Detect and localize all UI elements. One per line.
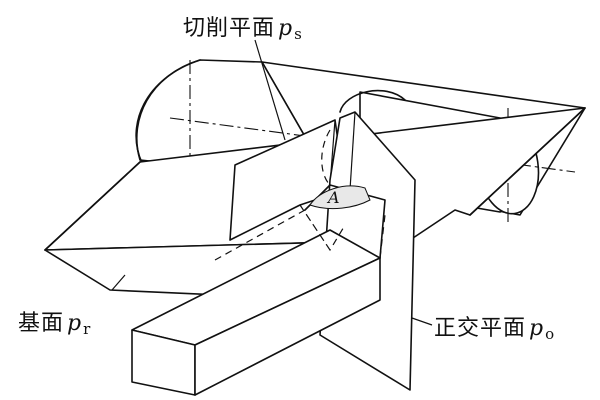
tool-hidden-curve [321, 129, 331, 186]
workpiece-left-arc [135, 59, 201, 164]
label-orthogonal-plane-subscript: o [545, 325, 556, 343]
leader-base-plane [111, 274, 126, 291]
label-base-plane-symbol: p [67, 311, 83, 336]
tool-hidden-edges [214, 204, 386, 261]
tool-shank-side [194, 257, 381, 396]
label-orthogonal-plane-symbol: p [529, 316, 545, 341]
point-a-label: A [328, 188, 340, 207]
tool-tip-region [309, 185, 371, 210]
workpiece-shoulder-arc [339, 89, 406, 113]
base-plane-outline [44, 107, 586, 251]
label-base-plane-subscript: r [83, 320, 92, 338]
label-cutting-plane-symbol: p [278, 16, 294, 41]
label-orthogonal-plane-text: 正交平面 [434, 316, 527, 341]
leader-orthogonal-plane [411, 317, 433, 326]
label-cutting-plane-subscript: s [294, 25, 303, 43]
label-cutting-plane-text: 切削平面 [183, 16, 276, 41]
leader-cutting-plane [254, 39, 286, 141]
orthogonal-plane-edge [349, 111, 356, 191]
label-base-plane-text: 基面 [18, 311, 65, 336]
